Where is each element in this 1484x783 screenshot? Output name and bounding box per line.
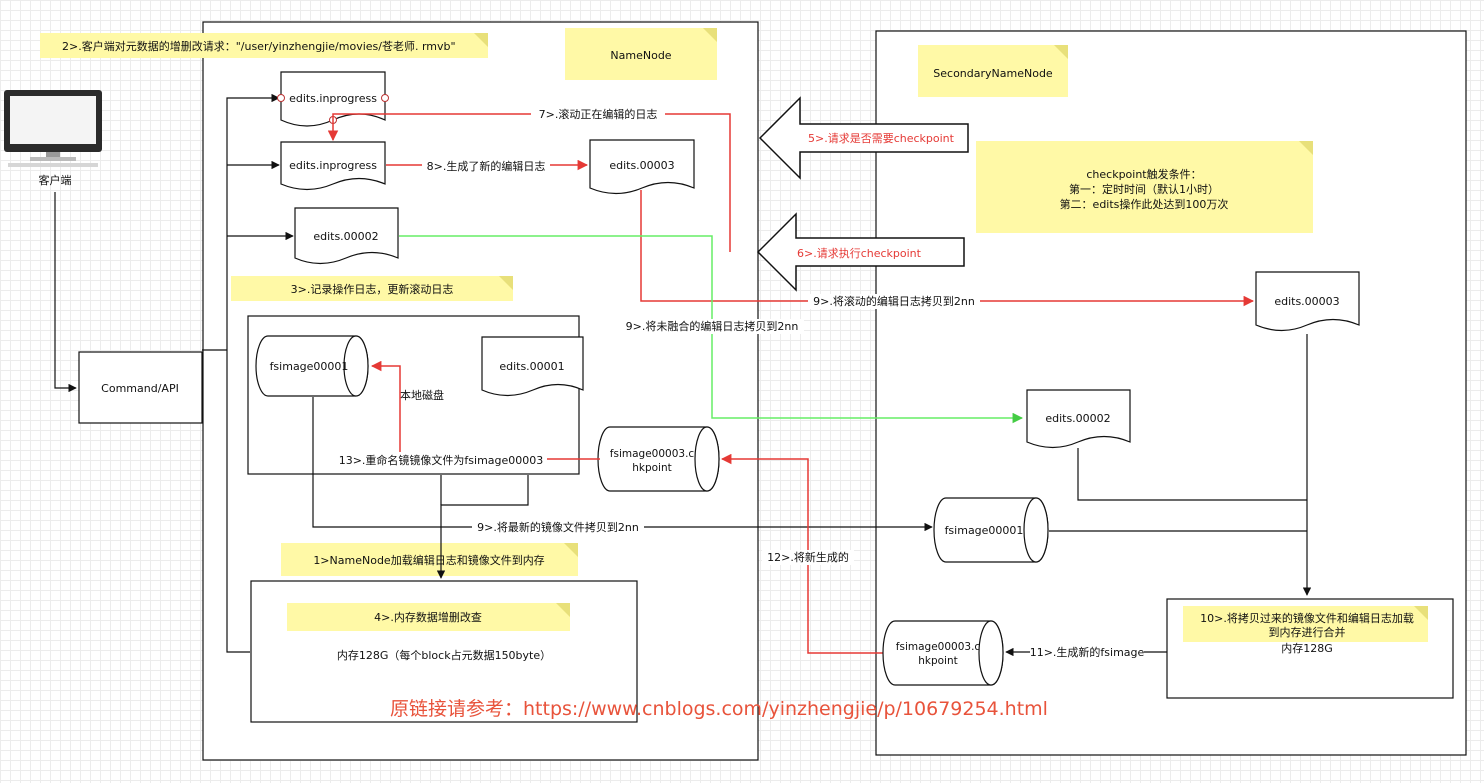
note-trigger: checkpoint触发条件：第一：定时时间（默认1小时）第二：edits操作此… [976,141,1313,233]
edits-00002-nn-doc[interactable] [294,207,399,265]
note-secondary: SecondaryNameNode [918,45,1068,97]
watermark-link[interactable]: 原链接请参考：https://www.cnblogs.com/yinzhengj… [390,698,1048,720]
text-line: 第一：定时时间（默认1小时） [1069,182,1219,196]
secondary-title: SecondaryNameNode [933,67,1053,80]
namenode-title: NameNode [610,49,671,62]
trigger-text: checkpoint触发条件：第一：定时时间（默认1小时）第二：edits操作此… [1060,167,1229,211]
note-step2: 2>.客户端对元数据的增删改请求："/user/yinzhengjie/movi… [40,33,488,58]
client-to-api-arrow [54,192,77,393]
note-step3-text: 3>.记录操作日志，更新滚动日志 [291,282,454,296]
text-line: 第二：edits操作此处达到100万次 [1060,197,1229,211]
text-line: hkpoint [632,462,672,474]
fsimage-ckpt-snn-label: fsimage00003.c hkpoint [896,641,981,667]
edits-00002-snn-doc[interactable] [1026,389,1131,449]
edge11-label: 11>.生成新的fsimage [1030,645,1145,659]
memory-snn-label: 内存128G [1281,641,1333,655]
text-line: checkpoint触发条件： [1086,167,1201,181]
note-step1: 1>NameNode加载编辑日志和镜像文件到内存 [281,543,578,576]
note-step10: 10>.将拷贝过来的镜像文件和编辑日志加载到内存进行合并 [1183,606,1428,642]
client-label: 客户端 [39,173,72,187]
local-disk-label: 本地磁盘 [400,388,444,402]
bus-to-edits-inprogress-1 [226,93,280,653]
note-step10-text: 10>.将拷贝过来的镜像文件和编辑日志加载到内存进行合并 [1200,611,1414,639]
computer-icon [4,90,102,167]
edge13-label: 13>.重命名镜镜像文件为fsimage00003 [339,453,544,467]
text-line: fsimage00003.c [610,448,695,460]
edits-00003-snn-doc[interactable] [1255,271,1360,332]
edits-00002-nn-label: edits.00002 [313,230,378,243]
request-checkpoint-arrow [758,96,969,180]
fsimage-ckpt-nn-label: fsimage00003.c hkpoint [610,448,695,474]
edits-inprogress-2-label: edits.inprogress [289,159,377,172]
edits-00003-nn-doc[interactable] [589,139,695,195]
edits-00003-snn-label: edits.00003 [1274,295,1339,308]
note-step3: 3>.记录操作日志，更新滚动日志 [231,276,513,301]
edits-00001-label: edits.00001 [499,360,564,373]
note-step4: 4>.内存数据增删改查 [287,603,570,631]
fsimage-to-2nn-line [312,397,933,532]
edits-inprogress-1-label: edits.inprogress [289,92,377,105]
command-api-label: Command/API [101,382,179,395]
edits-00002-snn-label: edits.00002 [1045,412,1110,425]
text-line: fsimage00003.c [896,641,981,653]
edge6-label: 6>.请求执行checkpoint [797,246,922,260]
edge9c-label: 9>.将最新的镜像文件拷贝到2nn [477,520,639,534]
edits-00003-nn-label: edits.00003 [609,159,674,172]
fsimage00001-snn-label: fsimage00001 [945,524,1024,537]
note-step4-text: 4>.内存数据增删改查 [374,610,482,624]
fsimage-ckpt-snn-cylinder[interactable] [882,620,1004,686]
fsimage00001-snn-cylinder[interactable] [933,497,1049,563]
edits-inprogress-2-doc[interactable] [280,141,386,191]
edits-to-memory-line [436,475,529,579]
note-step2-text: 2>.客户端对元数据的增删改请求："/user/yinzhengjie/movi… [62,39,456,53]
text-line: 到内存进行合并 [1269,625,1346,639]
fsimage00001-nn-label: fsimage00001 [270,360,349,373]
text-line: 10>.将拷贝过来的镜像文件和编辑日志加载 [1200,611,1414,625]
command-api-box[interactable] [78,351,203,424]
execute-checkpoint-arrow [756,212,965,292]
note-step1-text: 1>NameNode加载编辑日志和镜像文件到内存 [313,553,544,567]
edge5-label: 5>.请求是否需要checkpoint [808,132,955,145]
memory-nn-label: 内存128G（每个block占元数据150byte） [337,648,551,662]
text-line: hkpoint [918,655,958,667]
note-namenode: NameNode [565,28,717,80]
edge9b-label: 9>.将未融合的编辑日志拷贝到2nn [626,319,799,333]
edge9a-label: 9>.将滚动的编辑日志拷贝到2nn [813,294,975,308]
edge12-label: 12>.将新生成的 [767,550,849,564]
edge7-label: 7>.滚动正在编辑的日志 [539,107,658,121]
fsimage00001-nn-cylinder[interactable] [255,335,369,397]
copy-rolled-edits-arrow [640,190,1255,307]
fsimage-ckpt-nn-cylinder[interactable] [597,426,720,492]
edge8-label: 8>.生成了新的编辑日志 [427,159,546,173]
edits-00001-doc[interactable] [481,336,584,397]
